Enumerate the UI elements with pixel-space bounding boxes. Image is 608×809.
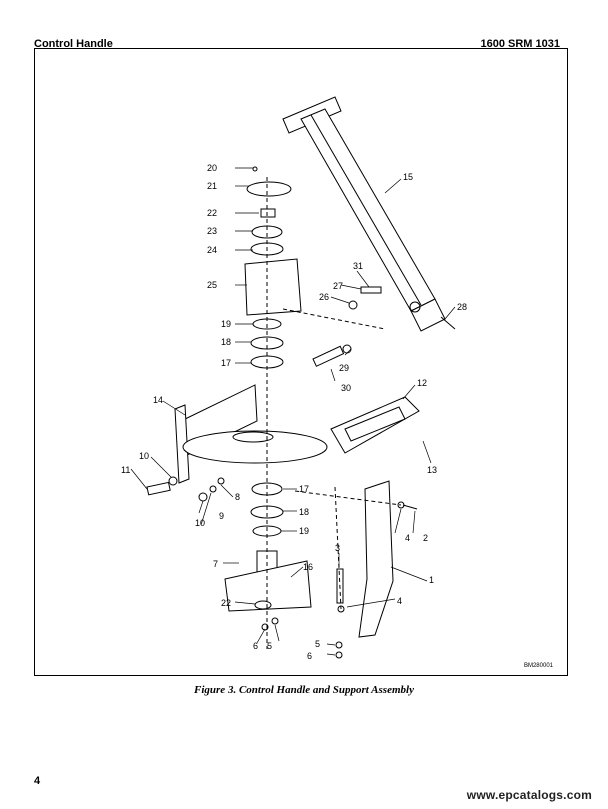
callout-label: 7 — [213, 559, 218, 569]
callout-label: 14 — [153, 395, 163, 405]
callout-label: 6 — [307, 651, 312, 661]
callout-label: 21 — [207, 181, 217, 191]
side-bracket — [335, 480, 418, 659]
callout-label: 10 — [195, 518, 205, 528]
callout-labels: 20 21 22 23 24 25 19 18 17 15 31 27 26 2… — [121, 163, 467, 661]
callout-label: 19 — [299, 526, 309, 536]
callout-label: 18 — [299, 507, 309, 517]
callout-label: 3 — [335, 543, 340, 553]
callout-label: 30 — [341, 383, 351, 393]
page-number: 4 — [34, 775, 41, 787]
callout-label: 13 — [427, 465, 437, 475]
callout-label: 24 — [207, 245, 217, 255]
callout-label: 18 — [221, 337, 231, 347]
callout-label: 22 — [207, 208, 217, 218]
handle-part — [282, 96, 446, 332]
upper-stack — [244, 166, 302, 369]
callout-label: 1 — [429, 575, 434, 585]
exploded-assembly-drawing: 20 21 22 23 24 25 19 18 17 15 31 27 26 2… — [121, 96, 467, 661]
callout-label: 16 — [303, 562, 313, 572]
callout-label: 2 — [423, 533, 428, 543]
callout-label: 23 — [207, 226, 217, 236]
callout-label: 17 — [221, 358, 231, 368]
callout-label: 17 — [299, 484, 309, 494]
callout-label: 19 — [221, 319, 231, 329]
figure-caption: Figure 3. Control Handle and Support Ass… — [194, 684, 414, 696]
callout-label: 11 — [121, 465, 130, 475]
figure-frame: 20 21 22 23 24 25 19 18 17 15 31 27 26 2… — [34, 48, 568, 676]
callout-label: 5 — [315, 639, 320, 649]
cover-plate — [330, 396, 420, 454]
callout-label: 29 — [339, 363, 349, 373]
callout-label: 4 — [405, 533, 410, 543]
callout-label: 15 — [403, 172, 413, 182]
lower-stack — [224, 482, 312, 631]
callout-label: 31 — [353, 261, 363, 271]
callout-label: 20 — [207, 163, 217, 173]
callout-label: 4 — [397, 596, 402, 606]
callout-label: 6 — [253, 641, 258, 651]
drawing-code: BM280001 — [523, 663, 553, 669]
callout-label: 22 — [221, 598, 231, 608]
callout-label: 25 — [207, 280, 217, 290]
callout-label: 10 — [139, 451, 149, 461]
fasteners-left — [146, 476, 225, 502]
callout-label: 5 — [267, 641, 272, 651]
callout-label: 26 — [319, 292, 329, 302]
callout-label: 8 — [235, 492, 240, 502]
callout-label: 9 — [219, 511, 224, 521]
callout-label: 28 — [457, 302, 467, 312]
manual-code: 1600 SRM 1031 — [480, 38, 561, 50]
callout-label: 12 — [417, 378, 427, 388]
callout-label: 27 — [333, 281, 343, 291]
support-bracket — [174, 384, 328, 484]
section-title: Control Handle — [34, 38, 113, 50]
watermark: www.epcatalogs.com — [466, 788, 592, 802]
